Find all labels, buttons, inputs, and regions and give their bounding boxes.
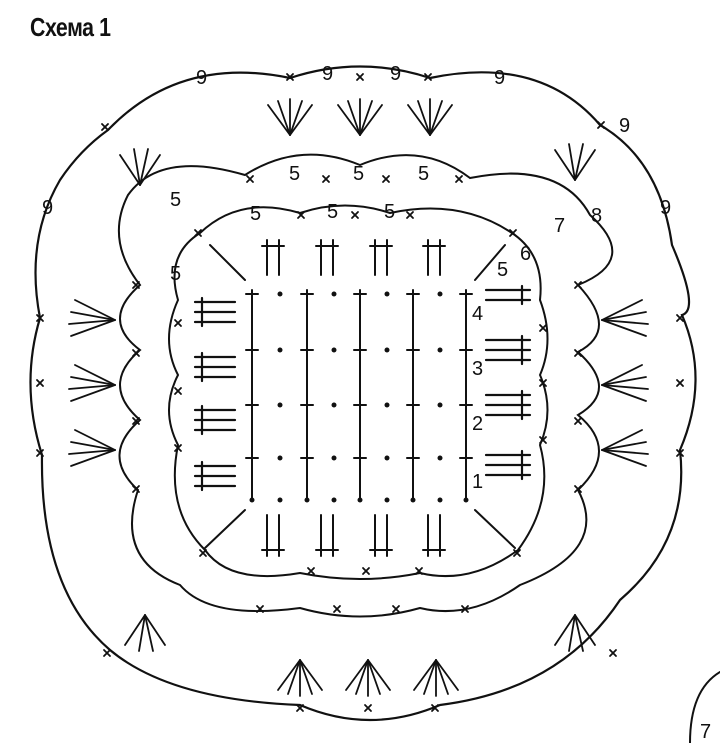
fan-groups — [68, 98, 649, 697]
label-row9-top-1: 9 — [196, 67, 207, 89]
label-row9-top-4: 9 — [494, 67, 505, 89]
row-labels: 9 9 9 9 9 9 9 8 7 6 5 5 5 5 5 5 5 5 5 4 … — [42, 63, 711, 743]
middle-border-row7 — [117, 153, 614, 618]
right-treble-groups — [484, 284, 532, 481]
corner-chains — [204, 244, 516, 549]
label-row3: 3 — [472, 358, 483, 380]
label-row5-top-outer-1: 5 — [289, 163, 300, 185]
label-row9-top-3: 9 — [390, 63, 401, 85]
bottom-treble-groups — [261, 514, 446, 557]
outer-border-row9 — [29, 65, 697, 722]
label-row5-right: 5 — [497, 259, 508, 281]
inner-border-row5 — [168, 204, 549, 580]
label-row5-top-inner-2: 5 — [327, 201, 338, 223]
label-row5-top-inner-3: 5 — [384, 201, 395, 223]
center-grid — [245, 289, 473, 503]
label-cut-corner: 7 — [700, 721, 711, 743]
top-treble-groups — [261, 239, 446, 276]
label-row5-top-outer-3: 5 — [418, 163, 429, 185]
label-row5-top-inner-1: 5 — [250, 203, 261, 225]
label-row7: 7 — [554, 215, 565, 237]
diagram-title: Схема 1 — [30, 12, 111, 42]
label-row8: 8 — [591, 205, 602, 227]
label-row2: 2 — [472, 413, 483, 435]
label-row9-left: 9 — [42, 197, 53, 219]
single-crochet-marks — [36, 73, 684, 712]
label-row1: 1 — [472, 471, 483, 493]
label-row5-top-outer-2: 5 — [353, 163, 364, 185]
label-row9-right: 9 — [660, 197, 671, 219]
label-row6: 6 — [520, 243, 531, 265]
left-treble-groups — [193, 296, 237, 492]
next-motif-fragment — [689, 671, 720, 743]
label-row5-left-top: 5 — [170, 189, 181, 211]
label-row4: 4 — [472, 303, 483, 325]
label-row9-top-2: 9 — [322, 63, 333, 85]
label-row5-left-mid: 5 — [170, 263, 181, 285]
label-row9-right-top: 9 — [619, 115, 630, 137]
